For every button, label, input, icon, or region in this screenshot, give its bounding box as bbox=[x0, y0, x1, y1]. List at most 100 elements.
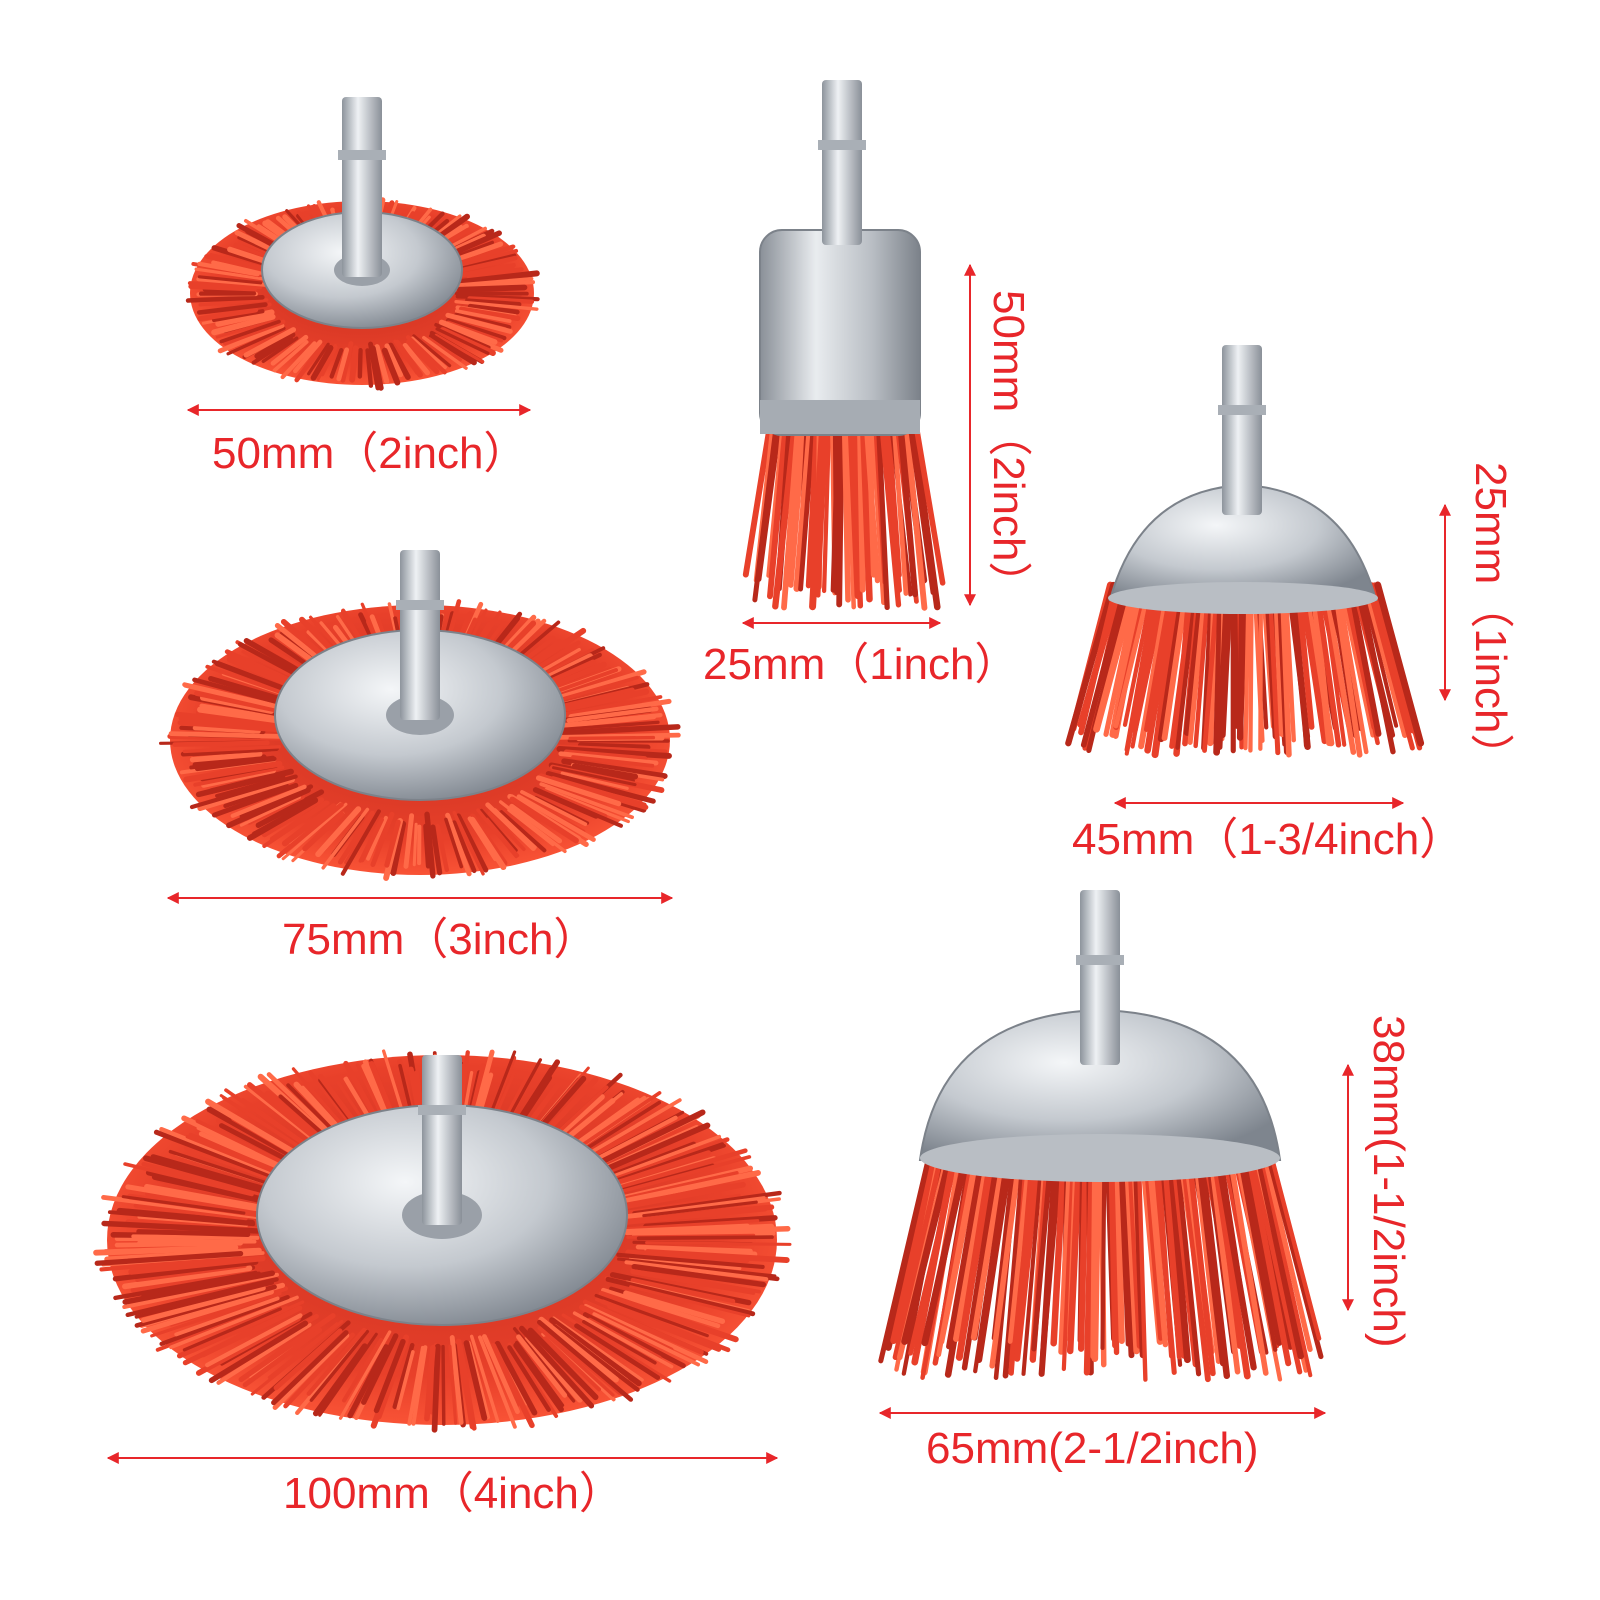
bristle-strand bbox=[841, 417, 851, 603]
bristle-strand bbox=[205, 1313, 303, 1368]
bristle-strand bbox=[854, 417, 861, 599]
bristle-strand bbox=[1178, 1137, 1211, 1383]
bristle-strand bbox=[217, 323, 285, 354]
bristle-strand bbox=[516, 794, 596, 842]
bristle-strand bbox=[435, 824, 450, 873]
bristle-strand bbox=[448, 1344, 458, 1425]
bristle-strand bbox=[144, 1183, 274, 1212]
bristle-strand bbox=[562, 713, 657, 729]
bristle-strand bbox=[393, 339, 419, 375]
bristle-strand bbox=[538, 773, 649, 810]
bristle-strand bbox=[172, 740, 270, 747]
bristle-strand bbox=[208, 768, 294, 794]
bristle-strand bbox=[133, 1203, 249, 1221]
bristle-strand bbox=[411, 1345, 428, 1426]
bristle-strand bbox=[623, 1170, 761, 1204]
bristle-strand bbox=[645, 1241, 792, 1246]
bristle-strand bbox=[403, 813, 415, 869]
bristle-strand bbox=[1234, 1137, 1278, 1352]
bristle-strand bbox=[365, 348, 374, 388]
bristle-strand bbox=[368, 341, 381, 391]
bristle-strand bbox=[295, 1329, 368, 1416]
bristle-strand bbox=[632, 1190, 782, 1216]
bristle-strand bbox=[410, 336, 447, 370]
bristle-strand bbox=[903, 417, 928, 611]
bristle-strand bbox=[742, 417, 774, 578]
bristle-strand bbox=[549, 1317, 642, 1387]
bristle-strand bbox=[756, 417, 783, 582]
bristle-strand bbox=[446, 318, 507, 341]
bristle-strand bbox=[292, 339, 323, 374]
bristle-strand bbox=[499, 810, 547, 853]
bristle-strand bbox=[192, 725, 261, 734]
bristle-strand bbox=[454, 300, 539, 311]
bristle-strand bbox=[467, 296, 535, 304]
bristle-strand bbox=[1320, 582, 1347, 747]
bristle-strand bbox=[273, 1328, 343, 1391]
bristle-strand bbox=[552, 1316, 644, 1382]
bristle-strand bbox=[524, 1336, 583, 1403]
bristle-strand bbox=[204, 298, 265, 306]
bristle-strand bbox=[208, 675, 283, 702]
bristle-strand bbox=[193, 765, 285, 787]
cup-brush-65mm bbox=[878, 890, 1324, 1383]
bristle-strand bbox=[435, 327, 490, 355]
bristle-strand bbox=[571, 755, 655, 768]
bristle-strand bbox=[1236, 1136, 1283, 1346]
bristle-strand bbox=[869, 417, 886, 606]
bristle-strand bbox=[373, 1338, 406, 1414]
dimension-lines bbox=[106, 263, 1451, 1464]
bristle-strand bbox=[1313, 582, 1342, 748]
bristle-strand bbox=[772, 416, 799, 610]
bristle-strand bbox=[197, 307, 259, 322]
bristle-strand bbox=[230, 784, 307, 818]
bristle-strand bbox=[1242, 1136, 1292, 1367]
bristle-strand bbox=[140, 1289, 274, 1334]
bristle-strand bbox=[485, 802, 536, 852]
bristle-strand bbox=[194, 690, 290, 715]
bristle-strand bbox=[309, 1329, 370, 1402]
bristle-strand bbox=[1251, 1136, 1305, 1360]
bristle-strand bbox=[250, 1319, 344, 1396]
bristle-strand bbox=[482, 1334, 520, 1415]
bristle-strand bbox=[458, 248, 519, 269]
bristle-strand bbox=[122, 1272, 279, 1310]
bristle-strand bbox=[252, 798, 315, 836]
bristle-strand bbox=[582, 1320, 657, 1365]
bristle-strand bbox=[412, 334, 452, 368]
bristle-strand bbox=[197, 706, 288, 725]
bristle-strand bbox=[384, 343, 404, 378]
bristle-strand bbox=[191, 1300, 305, 1353]
bristle-strand bbox=[189, 751, 263, 763]
bristle-strand bbox=[150, 1291, 282, 1338]
bristle-strand bbox=[424, 811, 436, 879]
bristle-strand bbox=[302, 811, 345, 852]
bristle-strand bbox=[280, 341, 317, 380]
bristle-strand bbox=[128, 1255, 266, 1275]
bristle-strand bbox=[336, 347, 350, 382]
bristle-strand bbox=[623, 1183, 731, 1209]
bristle-strand bbox=[642, 1200, 758, 1218]
bristle-strand bbox=[337, 810, 375, 865]
bristle-strand bbox=[1360, 582, 1399, 728]
bristle-strand bbox=[766, 417, 786, 578]
bristle-strand bbox=[428, 333, 477, 366]
bristle-strand bbox=[1261, 1137, 1324, 1360]
bristle-strand bbox=[153, 1129, 285, 1183]
bristle-strand bbox=[281, 802, 348, 861]
bristle-strand bbox=[349, 345, 359, 383]
bristle-strand bbox=[381, 347, 401, 386]
bristle-strand bbox=[188, 283, 257, 292]
bristle-strand bbox=[438, 319, 498, 345]
bristle-strand bbox=[545, 771, 656, 804]
bristle-strand bbox=[455, 813, 489, 873]
bristle-strand bbox=[112, 1259, 259, 1282]
label-65mm-width: 65mm(2-1/2inch) bbox=[926, 1424, 1259, 1473]
bristle-strand bbox=[357, 348, 363, 379]
bristle-strand bbox=[238, 1313, 336, 1383]
bristle-strand bbox=[624, 1223, 775, 1236]
bristle-strand bbox=[595, 1122, 711, 1176]
bristle-strand bbox=[921, 1136, 974, 1347]
bristle-strand bbox=[1362, 582, 1408, 738]
bristle-strand bbox=[101, 1220, 262, 1234]
